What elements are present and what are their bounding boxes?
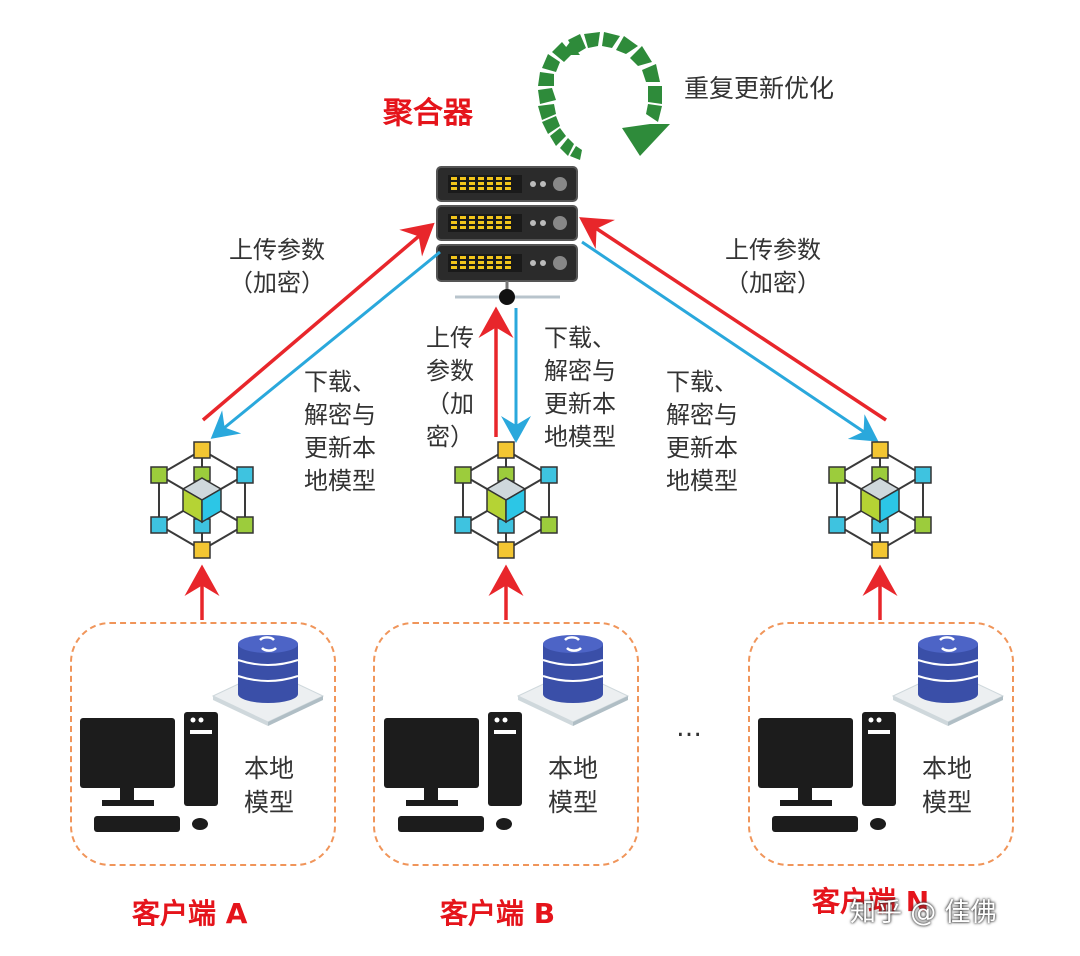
local-model-label-b: 本地 模型 <box>548 754 599 817</box>
more-clients-ellipsis: … <box>676 713 702 743</box>
download-label-left: 下载、 解密与 更新本 地模型 <box>304 368 376 495</box>
network-node-icon <box>150 441 254 559</box>
arrow-upload-left <box>201 222 435 422</box>
arrow-download-right <box>581 240 879 442</box>
client-box-n <box>748 622 1014 866</box>
watermark: 知乎 @ 佳佛 <box>850 898 997 928</box>
refresh-cycle-icon <box>538 32 670 160</box>
arrow-upload-right <box>579 217 887 422</box>
download-label-center: 下载、 解密与 更新本 地模型 <box>544 324 616 451</box>
upload-label-left: 上传参数 （加密） <box>229 236 325 297</box>
download-label-right: 下载、 解密与 更新本 地模型 <box>666 368 738 495</box>
client-name-a: 客户端 A <box>132 897 248 930</box>
client-box-b <box>373 622 639 866</box>
network-node-icon <box>454 441 558 559</box>
arrow-download-left <box>210 250 441 439</box>
upload-label-center: 上传 参数 （加 密） <box>426 324 474 451</box>
aggregator-server-icon <box>436 166 578 305</box>
client-name-b: 客户端 B <box>440 897 556 930</box>
upload-label-right: 上传参数 （加密） <box>725 236 821 297</box>
local-model-label-n: 本地 模型 <box>922 754 973 817</box>
aggregator-title: 聚合器 <box>383 96 473 131</box>
cycle-label: 重复更新优化 <box>684 74 835 103</box>
client-box-a <box>70 622 336 866</box>
local-model-label-a: 本地 模型 <box>244 754 295 817</box>
network-node-icon <box>828 441 932 559</box>
client-name-n: 客户端 N <box>812 885 930 918</box>
